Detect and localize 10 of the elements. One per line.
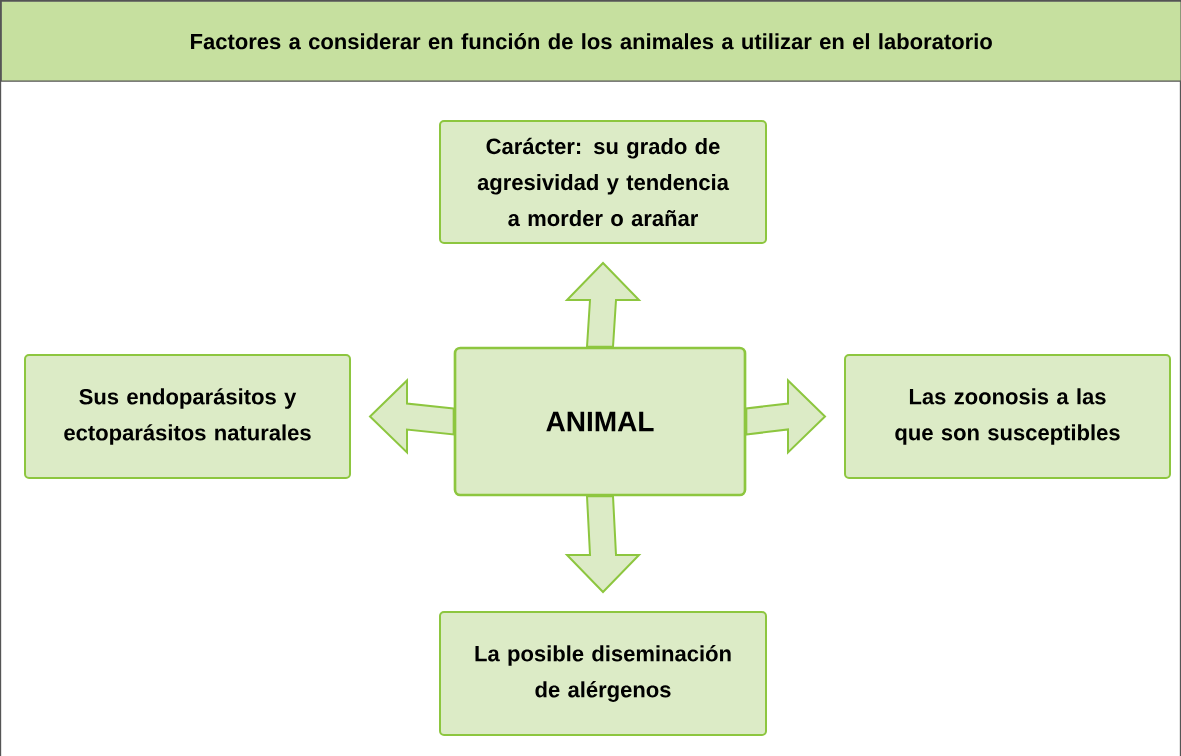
- factor-box: Carácter: su grado de agresividad y tendencia a morder o arañar: [439, 120, 767, 244]
- block-arrow: [745, 378, 827, 455]
- title-band: Factores a considerar en función de los animales a utilizar en el laboratorio: [0, 0, 1181, 82]
- block-arrow: [368, 378, 455, 455]
- block-arrow: [564, 261, 642, 348]
- factor-box: La posible diseminación de alérgenos: [439, 611, 767, 736]
- center-box: ANIMAL: [453, 346, 747, 497]
- factor-box: Las zoonosis a las que son susceptibles: [844, 354, 1171, 479]
- factor-box: Sus endoparásitos y ectoparásitos naturales: [24, 354, 351, 479]
- block-arrow: [564, 495, 642, 594]
